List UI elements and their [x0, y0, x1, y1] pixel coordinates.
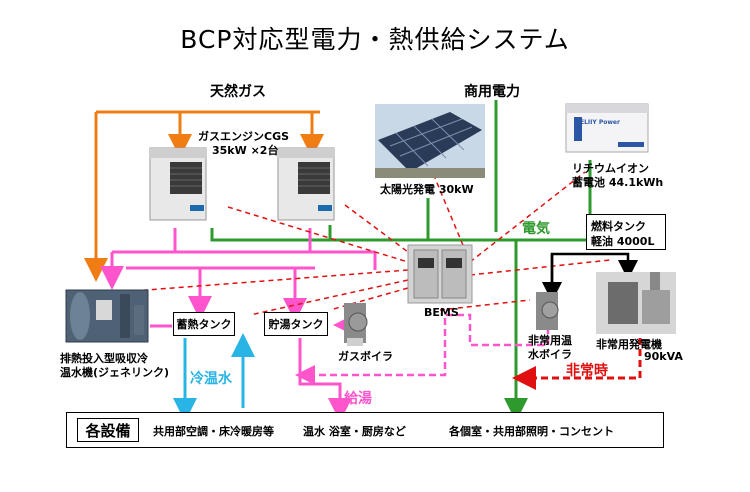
- electricity-label: 電気: [522, 221, 550, 237]
- absorption-chiller-image: [65, 289, 149, 343]
- solar-label: 太陽光発電 30kW: [380, 183, 474, 196]
- fuel-tank-box: 燃料タンク 軽油 4000L: [586, 214, 666, 250]
- fuel-tank-label-line1: 燃料タンク: [591, 220, 646, 233]
- emergency-generator-label-line2: 90kVA: [644, 350, 683, 363]
- natural-gas-label: 天然ガス: [210, 84, 266, 100]
- fuel-tank-label-line2: 軽油 4000L: [591, 235, 655, 248]
- gas-engine-unit-2: [277, 147, 335, 221]
- equipment-heading: 各設備: [77, 418, 139, 442]
- heat-lines: [100, 228, 377, 422]
- gas-engine-label-line1: ガスエンジンCGS: [198, 130, 290, 143]
- absorption-chiller-label-line1: 排熱投入型吸収冷: [60, 352, 148, 365]
- gas-boiler-label: ガスボイラ: [338, 350, 393, 363]
- emergency-boiler-label-line2: 水ボイラ: [528, 348, 572, 361]
- absorption-chiller-label-line2: 温水機(ジェネリンク): [60, 366, 170, 379]
- hot-water-tank-box: 貯湯タンク: [264, 312, 328, 336]
- battery-label-line2: 蓄電池 44.1kWh: [572, 176, 664, 189]
- equipment-item-hot-water: 温水 浴室・厨房など: [303, 425, 406, 438]
- emergency-power-line: [512, 338, 642, 390]
- emergency-boiler-image: [536, 292, 559, 330]
- emergency-generator-image: [596, 272, 676, 334]
- chilled-hot-water-label: 冷温水: [190, 371, 232, 387]
- emergency-generator-label-line1: 非常用発電機: [596, 338, 662, 351]
- emergency-hot-water-line: [295, 313, 550, 385]
- equipment-bar: 各設備 共用部空調・床冷暖房等 温水 浴室・厨房など 各個室・共用部照明・コンセ…: [66, 412, 664, 448]
- solar-panel-image: [375, 104, 485, 178]
- gas-lines: [84, 110, 324, 282]
- battery-brand-label: ELIIY Power: [580, 119, 620, 126]
- gas-engine-label-line2: 35kW ×2台: [212, 144, 279, 157]
- bems-control-lines: [119, 171, 611, 316]
- equipment-item-air-conditioning: 共用部空調・床冷暖房等: [153, 425, 274, 438]
- bems-label: BEMS: [424, 306, 459, 319]
- equipment-item-lighting: 各個室・共用部照明・コンセント: [449, 425, 614, 438]
- battery-label-line1: リチウムイオン: [572, 162, 649, 175]
- emergency-boiler-label-line1: 非常用温: [528, 334, 572, 347]
- battery-image: [565, 103, 649, 153]
- commercial-power-label: 商用電力: [464, 84, 520, 100]
- chilled-water-lines: [173, 333, 255, 422]
- emergency-time-label: 非常時: [566, 363, 608, 379]
- gas-engine-unit-1: [149, 147, 207, 221]
- hot-water-supply-label: 給湯: [344, 391, 372, 407]
- page-title: BCP対応型電力・熱供給システム: [180, 25, 570, 54]
- gas-boiler-image: [344, 303, 368, 346]
- bems-image: [407, 244, 473, 304]
- heat-storage-tank-box: 蓄熱タンク: [173, 312, 235, 336]
